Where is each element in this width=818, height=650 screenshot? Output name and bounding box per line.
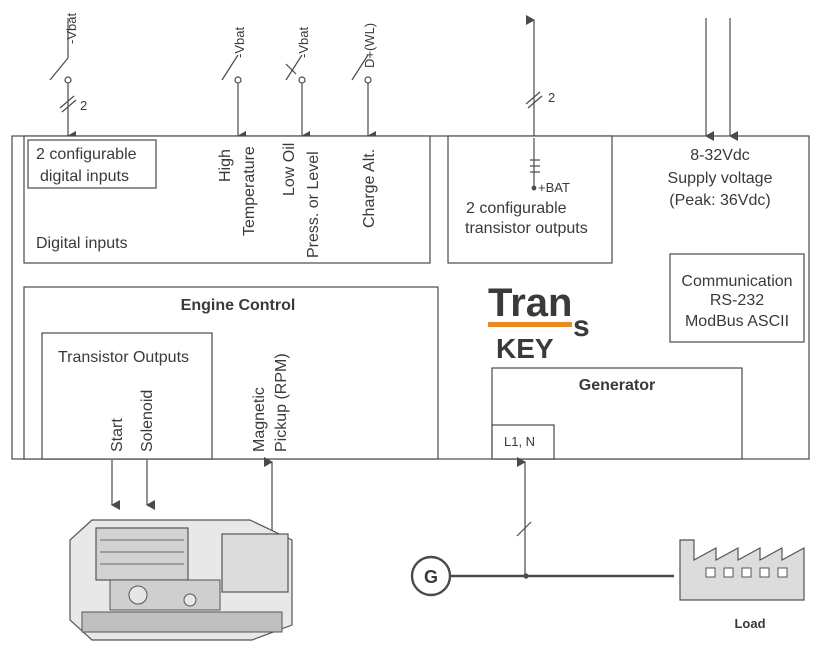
engine-generator-icon <box>69 519 293 641</box>
factory-icon <box>679 539 805 601</box>
magnetic-line1: Magnetic <box>251 387 268 452</box>
generator-symbol-icon: G <box>410 555 452 597</box>
terminal-box <box>491 424 555 460</box>
switch-icon <box>351 54 376 141</box>
generator-title: Generator <box>579 377 655 394</box>
start-label: Start <box>109 418 126 452</box>
high-temp-line2: Temperature <box>241 146 258 236</box>
arrow-icon <box>111 457 532 576</box>
bat-label: +BAT <box>538 180 570 195</box>
load-label: Load <box>734 616 765 631</box>
low-oil-line1: Low Oil <box>281 143 298 196</box>
configurable-inputs-line1: 2 configurable <box>36 146 137 163</box>
arrow-icon <box>705 18 738 141</box>
charge-alt-label: Charge Alt. <box>361 149 378 228</box>
switch-icon <box>285 54 310 141</box>
magnetic-line2: Pickup (RPM) <box>273 353 290 452</box>
logo-word-key: KEY <box>496 333 554 364</box>
switch-icon <box>49 18 77 141</box>
bus-count-right: 2 <box>548 90 555 105</box>
transistor-outputs-sub-block <box>41 332 213 460</box>
terminal-label: L1, N <box>504 434 535 449</box>
generator-symbol-label: G <box>424 567 438 587</box>
logo-word-tran: Tran <box>488 281 572 325</box>
supply-line3: (Peak: 36Vdc) <box>669 192 770 209</box>
communication-title: Communication <box>681 273 792 290</box>
low-oil-line2: Press. or Level <box>305 151 322 258</box>
charge-signal-label: D+(WL) <box>362 23 377 68</box>
transkey-logo: Tran s KEY <box>488 281 590 364</box>
transistor-outputs-line2: transistor outputs <box>465 220 588 237</box>
supply-line2: Supply voltage <box>668 170 773 187</box>
logo-subscript: s <box>573 310 590 343</box>
engine-control-title: Engine Control <box>181 297 296 314</box>
high-temp-line1: High <box>217 149 234 182</box>
vbat-left-label: -Vbat <box>64 13 79 44</box>
transistor-outputs-block <box>447 135 613 264</box>
communication-block <box>669 253 805 343</box>
logo-underline <box>488 322 572 327</box>
communication-modbus: ModBus ASCII <box>685 313 789 330</box>
supply-line1: 8-32Vdc <box>690 147 750 164</box>
digital-inputs-title: Digital inputs <box>36 235 128 252</box>
transistor-icon <box>530 138 540 191</box>
bus-count-left: 2 <box>80 98 87 113</box>
arrow-icon <box>525 15 543 138</box>
vbat-high-temp-label: -Vbat <box>232 27 247 58</box>
solenoid-label: Solenoid <box>139 390 156 452</box>
transistor-outputs-title: Transistor Outputs <box>58 349 189 366</box>
configurable-inputs-line2: digital inputs <box>40 168 129 185</box>
communication-protocol: RS-232 <box>710 292 764 309</box>
transistor-outputs-line1: 2 configurable <box>466 200 567 217</box>
switch-icon <box>221 54 246 141</box>
configurable-inputs-box <box>27 139 157 189</box>
vbat-low-oil-label: -Vbat <box>296 27 311 58</box>
